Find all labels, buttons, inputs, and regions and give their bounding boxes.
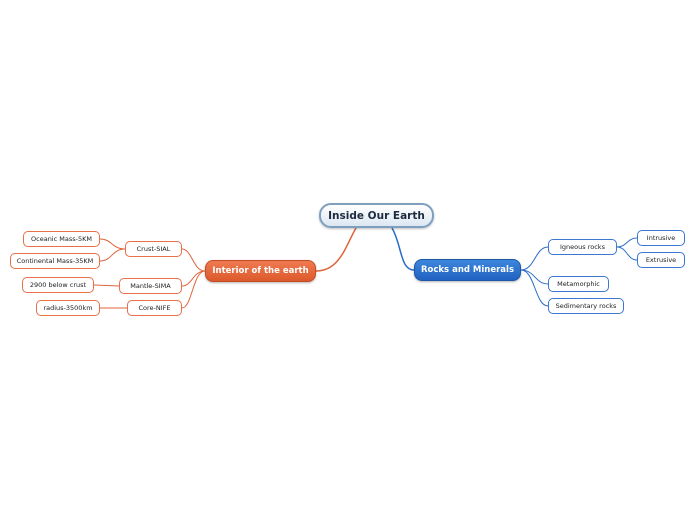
central-topic[interactable]: Inside Our Earth: [319, 203, 434, 228]
connector-central-left: [315, 227, 357, 272]
topic-radius[interactable]: radius-3500km: [36, 300, 100, 316]
connector-rocks-metamorphic: [520, 269, 549, 285]
branch-rocks-and-minerals[interactable]: Rocks and Minerals: [414, 259, 521, 281]
topic-mantle-sima[interactable]: Mantle-SIMA: [119, 278, 182, 294]
topic-intrusive[interactable]: Intrusive: [637, 230, 685, 246]
connector-igneous-extrusive: [616, 246, 638, 261]
branch-interior-of-the-earth[interactable]: Interior of the earth: [205, 260, 316, 282]
connector-mantle-2900: [93, 284, 120, 287]
connector-igneous-intrusive: [616, 237, 638, 248]
topic-extrusive[interactable]: Extrusive: [637, 252, 685, 268]
connector-interior-crust: [181, 248, 206, 272]
topic-sedimentary-rocks[interactable]: Sedimentary rocks: [548, 298, 624, 314]
connector-rocks-igneous: [520, 246, 549, 271]
topic-2900-below-crust[interactable]: 2900 below crust: [22, 277, 94, 293]
topic-metamorphic[interactable]: Metamorphic: [548, 276, 609, 292]
connector-central-right: [391, 227, 415, 271]
topic-oceanic-mass[interactable]: Oceanic Mass-5KM: [23, 231, 100, 247]
connector-crust-continental: [99, 248, 126, 262]
topic-continental-mass[interactable]: Continental Mass-35KM: [10, 253, 100, 269]
connector-interior-core: [181, 270, 206, 309]
connector-rocks-sedimentary: [520, 269, 549, 307]
topic-core-nife[interactable]: Core-NIFE: [127, 300, 182, 316]
topic-igneous-rocks[interactable]: Igneous rocks: [548, 239, 617, 255]
connector-interior-mantle: [181, 270, 206, 287]
topic-crust-sial[interactable]: Crust-SIAL: [125, 241, 182, 257]
connector-crust-oceanic: [99, 238, 126, 250]
